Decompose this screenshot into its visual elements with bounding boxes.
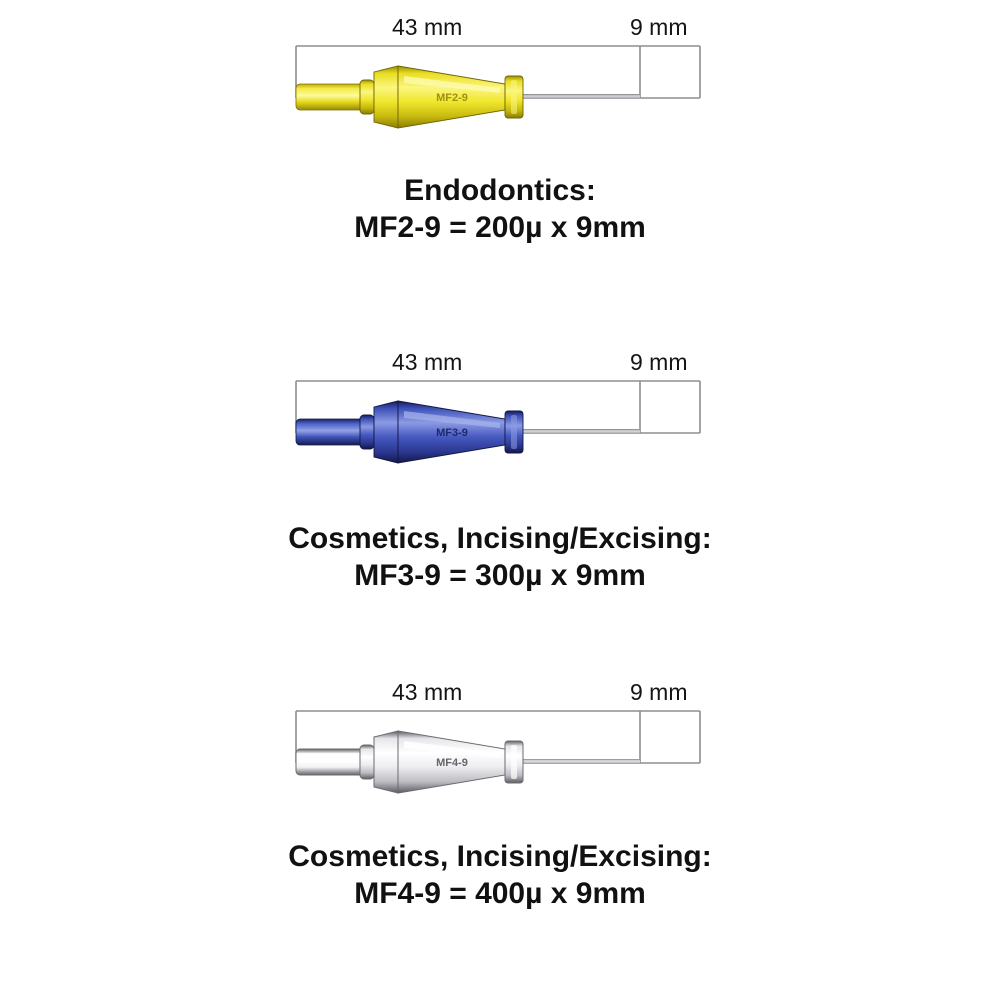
caption-spec: MF3-9 = 300µ x 9mm (354, 559, 646, 593)
dimension-label-tip: 9 mm (630, 349, 688, 375)
product-caption-mf3-9: Cosmetics, Incising/Excising: MF3-9 = 30… (0, 520, 1000, 594)
caption-application: Endodontics: (404, 174, 596, 207)
product-block-mf4-9: MF4-9 43 mm 9 mm Cosmetics, Incising/Exc… (0, 665, 1000, 1000)
dimension-bracket (295, 710, 701, 764)
product-diagram-mf2-9: MF2-9 43 mm 9 mm (0, 0, 1000, 150)
product-block-mf2-9: MF2-9 43 mm 9 mm Endodontics: MF2-9 = 20… (0, 0, 1000, 330)
product-block-mf3-9: MF3-9 43 mm 9 mm Cosmetics, Incising/Exc… (0, 335, 1000, 665)
product-diagram-mf3-9: MF3-9 43 mm 9 mm (0, 335, 1000, 485)
product-caption-mf4-9: Cosmetics, Incising/Excising: MF4-9 = 40… (0, 838, 1000, 912)
caption-application: Cosmetics, Incising/Excising: (288, 840, 712, 873)
caption-spec: MF2-9 = 200µ x 9mm (354, 211, 646, 245)
caption-application: Cosmetics, Incising/Excising: (288, 522, 712, 555)
dimension-bracket (295, 380, 701, 434)
dimension-label-tip: 9 mm (630, 679, 688, 705)
product-caption-mf2-9: Endodontics: MF2-9 = 200µ x 9mm (0, 172, 1000, 246)
dimension-bracket (295, 45, 701, 99)
product-diagram-mf4-9: MF4-9 43 mm 9 mm (0, 665, 1000, 815)
dimension-label-shaft: 43 mm (392, 349, 463, 375)
dimension-label-shaft: 43 mm (392, 14, 463, 40)
dimension-label-tip: 9 mm (630, 14, 688, 40)
caption-spec: MF4-9 = 400µ x 9mm (354, 877, 646, 911)
dimension-label-shaft: 43 mm (392, 679, 463, 705)
